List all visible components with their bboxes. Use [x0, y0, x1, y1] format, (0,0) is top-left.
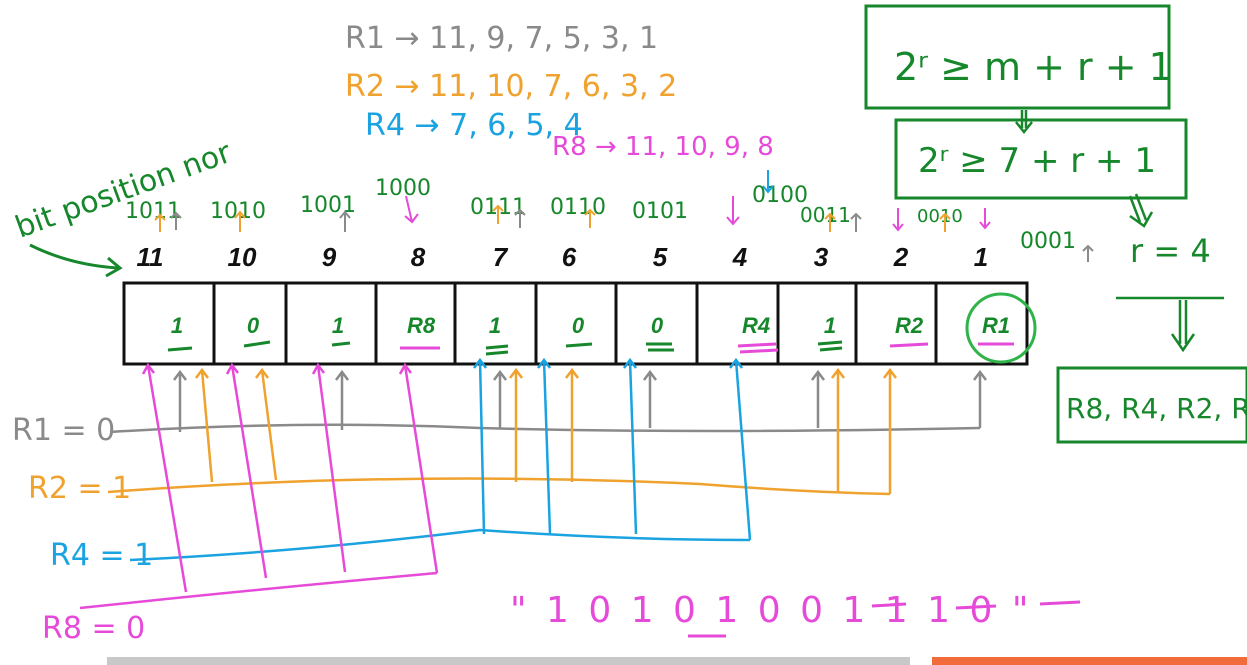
- binary-labels: 1011 1010 1001 1000 0111 0110 0101 0100 …: [125, 176, 1076, 254]
- cell-value: 1: [824, 313, 836, 338]
- binary-label: 0110: [550, 195, 606, 220]
- position-number: 4: [732, 242, 748, 272]
- cell-value: 0: [247, 313, 260, 338]
- cell-value: R2: [895, 313, 924, 338]
- bit-cells: 1 0 1 R8 1 0 0 R4 1 R2 R1: [122, 281, 1037, 366]
- position-number: 10: [228, 242, 257, 272]
- binary-label: 0101: [632, 199, 688, 224]
- cell-value: R1: [982, 313, 1010, 338]
- binary-label: 0011: [800, 203, 851, 227]
- group-r8: R8 → 11, 10, 9, 8: [552, 132, 774, 162]
- binary-label: 0001: [1020, 229, 1076, 254]
- position-number: 2: [893, 242, 909, 272]
- formula-1: 2ʳ ≥ m + r + 1: [894, 45, 1173, 89]
- tick-arrows: [154, 170, 1094, 262]
- scrollbar-track[interactable]: [107, 657, 910, 665]
- arrow-down-3: [1116, 296, 1224, 353]
- binary-label: 1011: [125, 199, 181, 224]
- r1-highlight: [965, 292, 1037, 364]
- cell-value: R8: [407, 313, 436, 338]
- r2-value: R2 = 1: [28, 471, 131, 506]
- position-numbers: 11 10 9 8 7 6 5 4 3 2 1: [137, 242, 989, 272]
- cell-value: 1: [171, 313, 183, 338]
- r1-value: R1 = 0: [12, 413, 115, 448]
- cell-value: 1: [489, 313, 501, 338]
- cell-value: 1: [332, 313, 344, 338]
- group-r1: R1 → 11, 9, 7, 5, 3, 1: [345, 21, 658, 56]
- r8-value: R8 = 0: [42, 611, 145, 646]
- formula-box-1: 2ʳ ≥ m + r + 1: [864, 4, 1173, 110]
- cell-value: 0: [651, 313, 664, 338]
- position-number: 5: [653, 242, 668, 272]
- redundant-bits: R8, R4, R2, R1: [1066, 392, 1247, 425]
- cell-value: R4: [742, 313, 770, 338]
- position-number: 7: [493, 242, 509, 272]
- position-number: 6: [562, 242, 577, 272]
- side-label: bit position nor: [11, 135, 237, 246]
- position-number: 9: [322, 242, 337, 272]
- r4-lines: [129, 357, 752, 562]
- result-code: " 1 0 1 0 1 0 0 1 1 1 0 ": [510, 590, 1032, 631]
- r2-lines: [107, 367, 897, 496]
- position-number: 1: [974, 242, 988, 272]
- cell-value: 0: [572, 313, 585, 338]
- position-number: 3: [814, 242, 829, 272]
- binary-label: 0100: [752, 183, 808, 208]
- formula-box-2: 2ʳ ≥ 7 + r + 1: [894, 118, 1188, 200]
- r8-lines: [79, 362, 439, 610]
- redundant-bits-box: R8, R4, R2, R1: [1056, 366, 1247, 444]
- r4-value: R4 = 1: [50, 538, 153, 573]
- side-arrow: [29, 243, 119, 270]
- result-underlines: [688, 600, 1081, 638]
- progress-accent: [932, 657, 1247, 665]
- position-number: 11: [137, 242, 164, 272]
- r1-lines: [109, 369, 987, 434]
- r-result: r = 4: [1130, 232, 1211, 270]
- group-r2: R2 → 11, 10, 7, 6, 3, 2: [345, 69, 677, 104]
- position-number: 8: [411, 242, 426, 272]
- arrow-down-2: [1128, 193, 1154, 228]
- group-r4: R4 → 7, 6, 5, 4: [365, 108, 583, 143]
- binary-label: 1000: [375, 176, 431, 201]
- binary-label: 1010: [210, 199, 266, 224]
- binary-label: 0010: [917, 206, 963, 227]
- formula-2: 2ʳ ≥ 7 + r + 1: [918, 141, 1156, 181]
